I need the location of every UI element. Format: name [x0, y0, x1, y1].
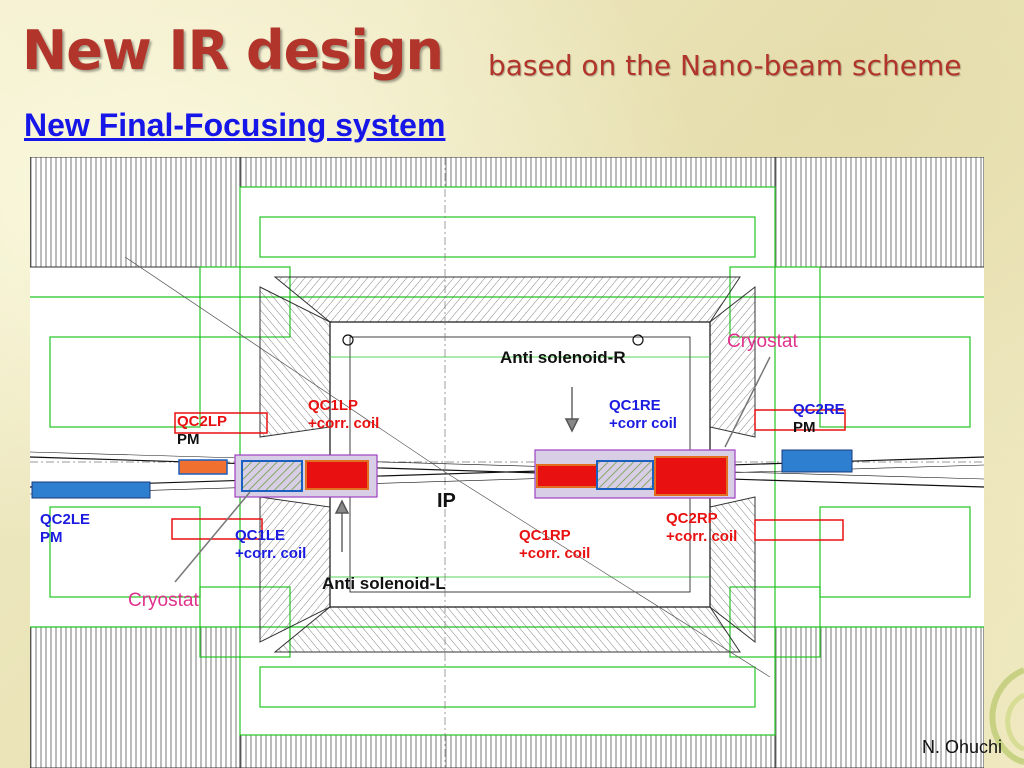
qc2lp-label: QC2LP PM — [177, 413, 227, 449]
author-credit: N. Ohuchi — [921, 737, 1002, 757]
calorimeter — [259, 276, 756, 653]
qc2rp-name: QC2RP — [666, 510, 718, 527]
decorative-swirl — [989, 667, 1024, 765]
cryostat-left-label: Cryostat — [128, 590, 199, 611]
qc1le-name: QC1LE — [235, 527, 286, 544]
qc1lp-desc: +corr. coil — [308, 415, 380, 432]
qc2rp-desc: +corr. coil — [666, 528, 738, 545]
anti-solenoid-l-label: Anti solenoid-L — [322, 574, 446, 593]
ir-drawing-svg — [30, 157, 984, 768]
qc1re-name: QC1RE — [609, 397, 661, 414]
right-magnets — [534, 409, 853, 541]
qc2lp-name: QC2LP — [177, 413, 228, 430]
return-yoke — [30, 157, 984, 768]
qc1lp-label: QC1LP +corr. coil — [308, 397, 379, 433]
annotation-arrows — [174, 356, 771, 583]
section-subtitle: New Final-Focusing system — [24, 107, 446, 143]
qc2re-name: QC2RE — [793, 401, 845, 418]
qc2le-name: QC2LE — [40, 511, 91, 528]
qc1re-desc: +corr coil — [609, 415, 677, 432]
qc1lp-name: QC1LP — [308, 397, 359, 414]
slide-title-sub: based on the Nano-beam scheme — [488, 49, 962, 82]
qc2lp-desc: PM — [177, 431, 200, 448]
qc1rp-desc: +corr. coil — [519, 545, 591, 562]
qc1le-label: QC1LE +corr. coil — [235, 527, 306, 563]
left-magnets — [31, 412, 378, 540]
anti-solenoid-r-label: Anti solenoid-R — [500, 348, 626, 367]
qc2re-label: QC2RE PM — [793, 401, 845, 437]
ip-label: IP — [437, 490, 456, 512]
cryostat-right-label: Cryostat — [727, 331, 798, 352]
qc2le-label: QC2LE PM — [40, 511, 90, 547]
slide-title: New IR design — [22, 19, 444, 82]
qc2le-desc: PM — [40, 529, 63, 546]
qc2re-desc: PM — [793, 419, 816, 436]
qc1re-label: QC1RE +corr coil — [609, 397, 677, 433]
qc1rp-name: QC1RP — [519, 527, 571, 544]
qc1le-desc: +corr. coil — [235, 545, 307, 562]
ir-engineering-drawing: Cryostat Anti solenoid-R QC1LP +corr. co… — [30, 157, 984, 768]
qc2rp-label: QC2RP +corr. coil — [666, 510, 737, 546]
qc1rp-label: QC1RP +corr. coil — [519, 527, 590, 563]
